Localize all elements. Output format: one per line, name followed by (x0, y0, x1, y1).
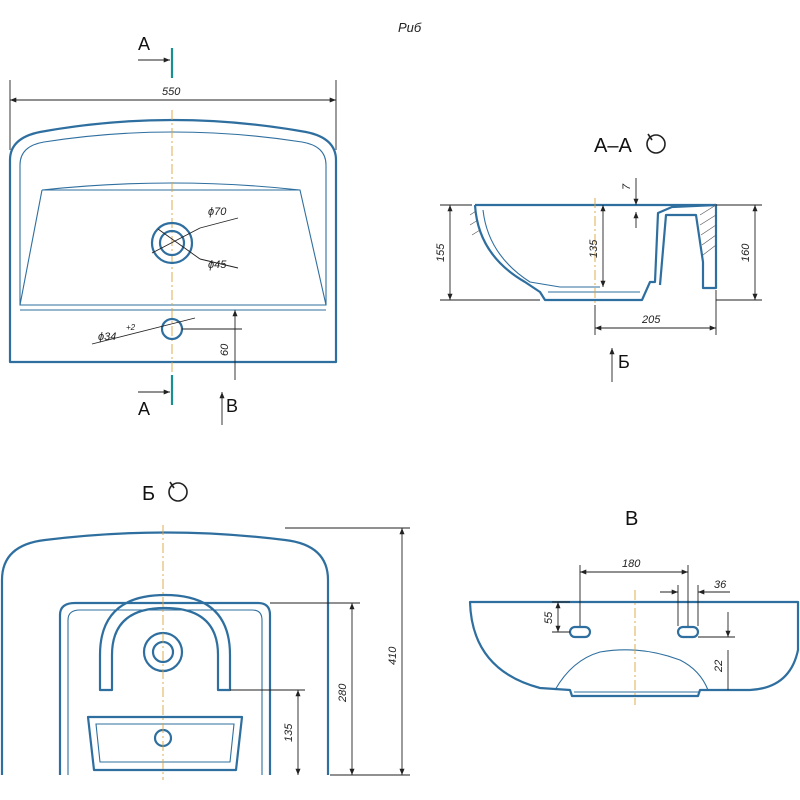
view-marker-be: Б (618, 352, 630, 372)
section-label-top: A (138, 34, 150, 54)
tap-offset: 60 (219, 343, 231, 356)
drain-diameter: ϕ45 (208, 259, 227, 271)
hole-offset: 22 (713, 660, 725, 673)
front-drain-height: 280 (337, 683, 349, 703)
bowl-diameter: ϕ70 (208, 206, 227, 218)
bowl-depth: 135 (588, 239, 600, 258)
basin-outline-top (8, 118, 338, 364)
header-text: Риб (398, 20, 422, 35)
front-lower-height: 135 (283, 723, 295, 742)
front-lower-box (86, 715, 244, 772)
tap-hole-diameter: ϕ34 (98, 331, 116, 343)
hole-width: 36 (714, 579, 727, 591)
section-height-right: 160 (740, 243, 752, 262)
drain-inner (158, 229, 186, 257)
tap-hole-tolerance: +2 (126, 323, 136, 332)
hole-height: 55 (543, 611, 555, 624)
front-overall-height: 410 (387, 646, 399, 665)
rear-mount-hole-right (676, 625, 700, 639)
section-hatch (469, 204, 717, 256)
section-outline (473, 203, 718, 302)
view-be-title: Б (142, 483, 155, 505)
section-aa-view: А–А 7 155 135 (435, 133, 762, 382)
view-be: Б 410 280 135 (0, 481, 410, 780)
section-height-left: 155 (435, 243, 447, 262)
rim-thickness: 7 (621, 183, 633, 190)
front-recess (58, 601, 272, 775)
view-v-title: В (625, 508, 638, 530)
hole-spacing: 180 (622, 558, 641, 570)
view-marker-b: B (226, 396, 238, 416)
drain-outer (150, 221, 194, 265)
rear-mount-hole-left (568, 625, 592, 639)
front-outline (0, 531, 330, 775)
view-v: В 180 36 55 22 (468, 508, 800, 705)
section-title: А–А (594, 135, 632, 157)
section-label-bottom: A (138, 399, 150, 419)
section-depth: 205 (641, 314, 661, 326)
rear-outline (468, 600, 800, 698)
top-view: A A 550 ϕ70 ϕ45 ϕ34 +2 60 (8, 34, 338, 425)
width-dimension: 550 (162, 86, 181, 98)
